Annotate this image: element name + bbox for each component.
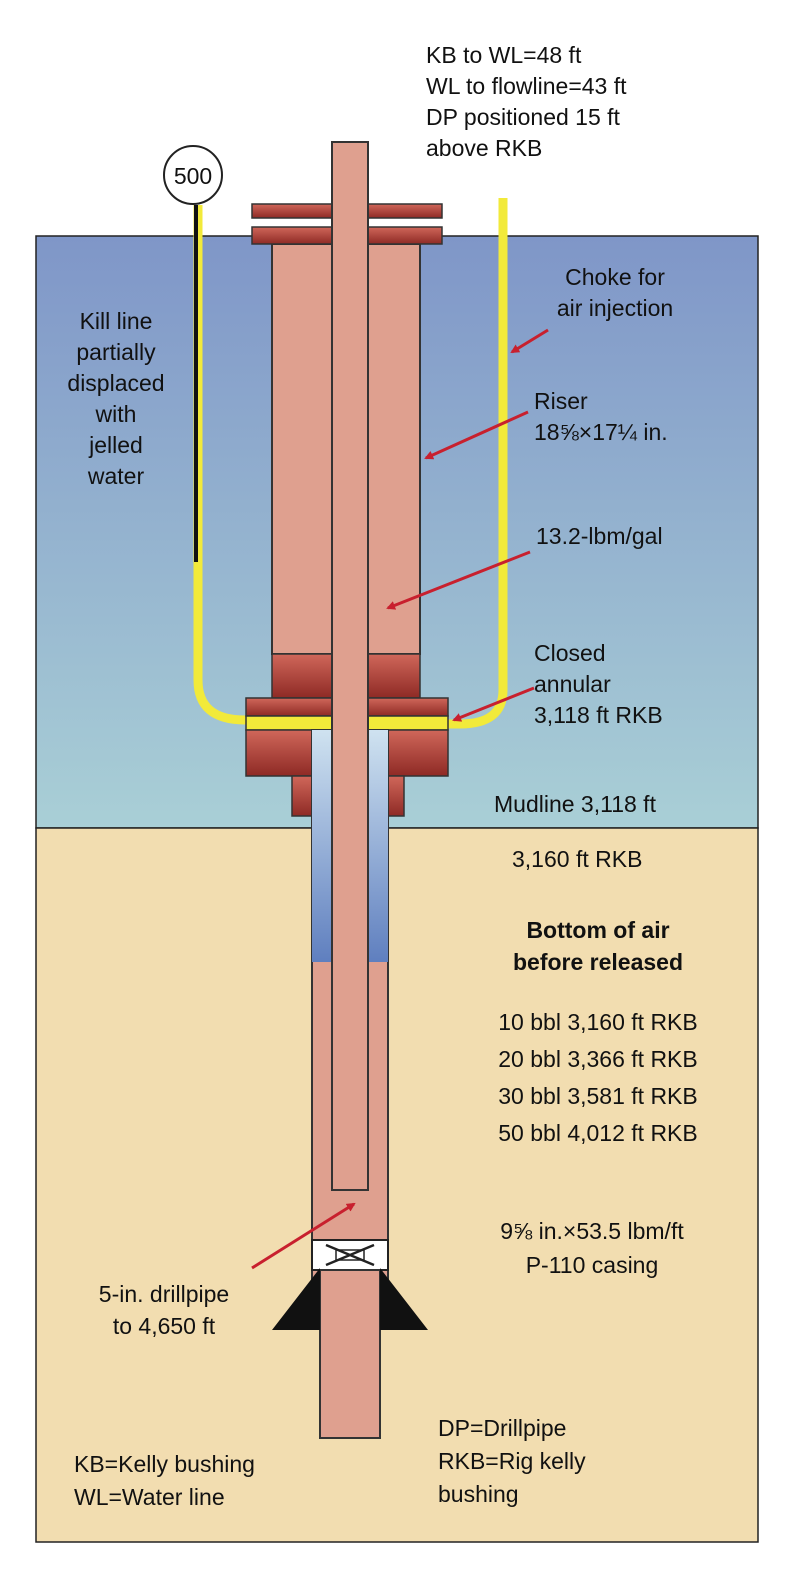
legend-item: WL=Water line: [74, 1484, 225, 1510]
legend-item: DP=Drillpipe: [438, 1415, 567, 1441]
kill-line-text: with: [95, 401, 137, 427]
bottom-air-row: 30 bbl 3,581 ft RKB: [498, 1083, 698, 1109]
choke-text: air injection: [556, 295, 674, 321]
header-notes: KB to WL=48 ft WL to flowline=43 ft DP p…: [426, 40, 627, 164]
casing-label: 9⅝ in.×53.5 lbm/ft P-110 casing: [456, 1214, 728, 1282]
riser-label: Riser 18⅝×17¼ in.: [534, 386, 668, 448]
kill-line-text: partially: [76, 339, 156, 365]
lower-casing: [319, 1269, 381, 1439]
drillpipe-label: 5-in. drillpipe to 4,650 ft: [74, 1278, 254, 1342]
kill-line-label: Kill line partially displaced with jelle…: [54, 306, 178, 492]
header-line: WL to flowline=43 ft: [426, 73, 627, 99]
bottom-air-row: 10 bbl 3,160 ft RKB: [498, 1009, 698, 1035]
header-line: DP positioned 15 ft: [426, 104, 620, 130]
kill-line-text: Kill line: [79, 308, 153, 334]
arrow-mud-weight: [386, 550, 531, 610]
header-line: above RKB: [426, 135, 543, 161]
riser-text: 18⅝×17¼ in.: [534, 419, 668, 445]
annular-text: Closed: [534, 640, 606, 666]
casing-shoe-right: [380, 1268, 428, 1330]
kill-line-text: displaced: [67, 370, 165, 396]
arrow-annular: [452, 686, 535, 722]
kill-line: [193, 205, 258, 725]
legend-item: KB=Kelly bushing: [74, 1451, 255, 1477]
legend-left: KB=Kelly bushing WL=Water line: [74, 1448, 255, 1514]
air-pocket-left: [312, 730, 332, 962]
bottom-air-row: 50 bbl 4,012 ft RKB: [498, 1120, 698, 1146]
annular-text: annular: [534, 671, 611, 697]
packer-bar: [335, 1249, 365, 1261]
packer-cross: [325, 1243, 375, 1267]
annular-label: Closed annular 3,118 ft RKB: [534, 638, 663, 731]
gauge-value: 500: [174, 163, 212, 189]
annular-text: 3,118 ft RKB: [534, 702, 663, 728]
header-line: KB to WL=48 ft: [426, 42, 582, 68]
casing-text: 9⅝ in.×53.5 lbm/ft: [500, 1218, 684, 1244]
kill-line-text: jelled: [89, 432, 143, 458]
bottom-of-air-table: 10 bbl 3,160 ft RKB 20 bbl 3,366 ft RKB …: [456, 1004, 740, 1152]
legend-item: RKB=Rig kelly: [438, 1448, 586, 1474]
choke-line: [440, 198, 508, 729]
casing-shoe-left: [272, 1268, 320, 1330]
mudline-label: Mudline 3,118 ft: [494, 791, 656, 817]
bottom-air-title-line: Bottom of air: [526, 917, 670, 943]
arrow-choke: [510, 328, 549, 354]
drillpipe-text: to 4,650 ft: [112, 1313, 216, 1339]
drillpipe: [331, 141, 369, 1191]
drillpipe-text: 5-in. drillpipe: [98, 1281, 230, 1307]
bottom-air-row: 20 bbl 3,366 ft RKB: [498, 1046, 698, 1072]
choke-text: Choke for: [565, 264, 665, 290]
legend-item: bushing: [438, 1481, 519, 1507]
legend-right: DP=Drillpipe RKB=Rig kelly bushing: [438, 1412, 586, 1511]
arrow-drillpipe: [251, 1202, 356, 1270]
arrow-riser: [424, 410, 529, 460]
air-pocket-right: [368, 730, 388, 962]
bottom-air-title-line: before released: [512, 949, 684, 975]
bottom-of-air-title: Bottom of air before released: [470, 914, 726, 978]
choke-label: Choke for air injection: [530, 262, 700, 324]
casing-text: P-110 casing: [525, 1252, 659, 1278]
seabed-region: [35, 827, 759, 1543]
mud-weight-label: 13.2-lbm/gal: [536, 523, 663, 549]
riser-text: Riser: [534, 388, 588, 414]
pressure-gauge: [163, 145, 223, 205]
rkb-depth-label: 3,160 ft RKB: [512, 846, 643, 872]
kill-line-text: water: [87, 463, 145, 489]
